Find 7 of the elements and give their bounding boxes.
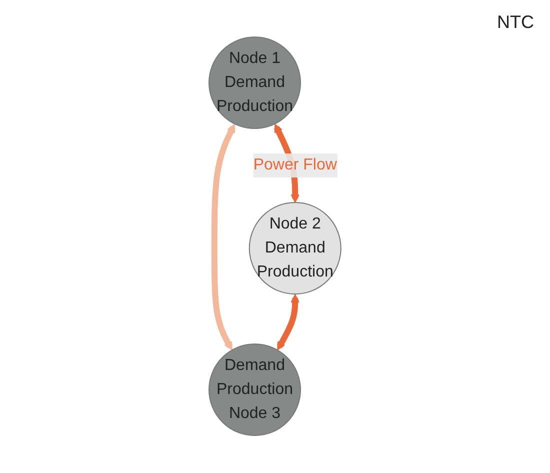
node-circle: Demand Production Node 3 <box>208 344 302 436</box>
arrow <box>276 294 300 351</box>
node-circle: Node 1 Demand Production <box>208 36 302 130</box>
band-label: NTC <box>497 12 534 33</box>
node-circle: Node 2 Demand Production <box>248 202 342 295</box>
edge-label: Power Flow <box>253 156 337 174</box>
arrow <box>211 124 236 351</box>
